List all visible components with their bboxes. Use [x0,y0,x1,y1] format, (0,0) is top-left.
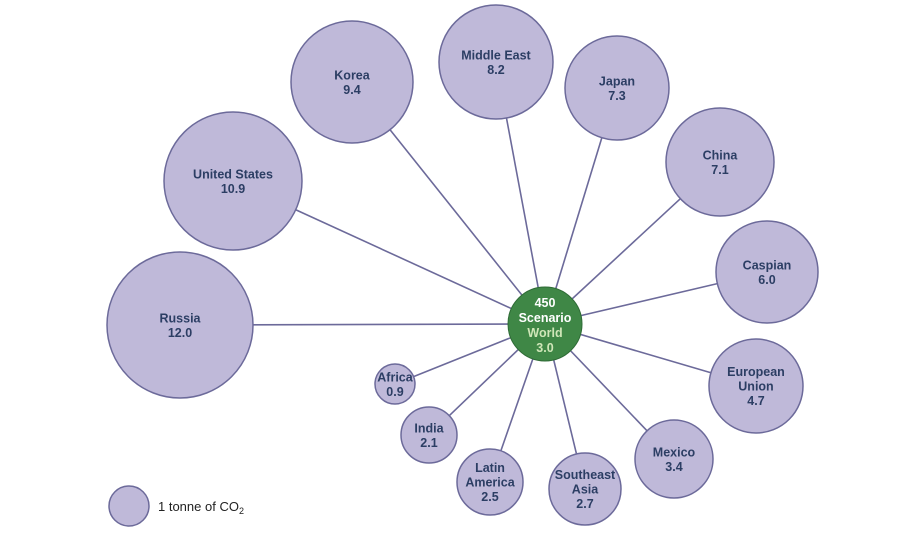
region-value: 2.1 [420,436,437,450]
legend-subscript: 2 [239,506,244,516]
region-value: 12.0 [168,326,192,340]
bubble-circle-china [665,107,775,217]
region-name: Southeast [555,468,616,482]
region-value: 9.4 [343,83,360,97]
bubble-circle-korea [290,20,414,144]
region-value: 6.0 [758,273,775,287]
region-name: Korea [334,68,370,82]
world-center-node: 450 Scenario World 3.0 [507,286,583,362]
region-name: Union [738,380,773,394]
region-name: America [465,476,515,490]
bubble-circle-european-union [708,338,804,434]
region-name: European [727,365,785,379]
bubble-circle-latin-america [456,448,524,516]
region-value: 2.7 [576,497,593,511]
region-value: 4.7 [747,394,764,408]
region-value: 3.4 [665,460,682,474]
region-name: Mexico [653,445,696,459]
region-value: 10.9 [221,182,245,196]
connector-lines [252,117,718,455]
world-value: 3.0 [536,341,553,355]
legend: 1 tonne of CO2 [108,485,244,527]
connector-united-states [295,209,546,325]
region-value: 7.3 [608,89,625,103]
scenario-label: Scenario [519,311,572,325]
bubble-circle-russia [106,251,254,399]
bubble-circle-india [400,406,458,464]
bubble-circle-caspian [715,220,819,324]
world-center-circle [507,286,583,362]
legend-label: 1 tonne of CO2 [158,499,244,516]
region-name: Latin [475,461,505,475]
region-name: Japan [599,74,635,88]
region-name: Asia [572,483,599,497]
region-value: 7.1 [711,163,728,177]
legend-text: 1 tonne of CO [158,499,239,514]
region-name: Russia [160,311,202,325]
region-name: Africa [377,370,413,384]
region-name: India [414,421,444,435]
world-label: World [527,326,562,340]
bubble-circle-mexico [634,419,714,499]
region-value: 8.2 [487,63,504,77]
legend-unit-bubble [108,485,150,527]
bubble-circle-middle-east [438,4,554,120]
region-name: Middle East [461,48,531,62]
region-value: 0.9 [386,385,403,399]
connector-russia [252,323,546,326]
region-name: United States [193,167,273,181]
scenario-number: 450 [535,296,556,310]
bubble-circle-southeast-asia [548,452,622,526]
bubble-circle-japan [564,35,670,141]
region-value: 2.5 [481,490,498,504]
region-name: Caspian [743,258,792,272]
region-name: China [703,148,739,162]
bubble-circle-united-states [163,111,303,251]
bubble-circle-africa [374,363,416,405]
connector-korea [389,129,546,325]
